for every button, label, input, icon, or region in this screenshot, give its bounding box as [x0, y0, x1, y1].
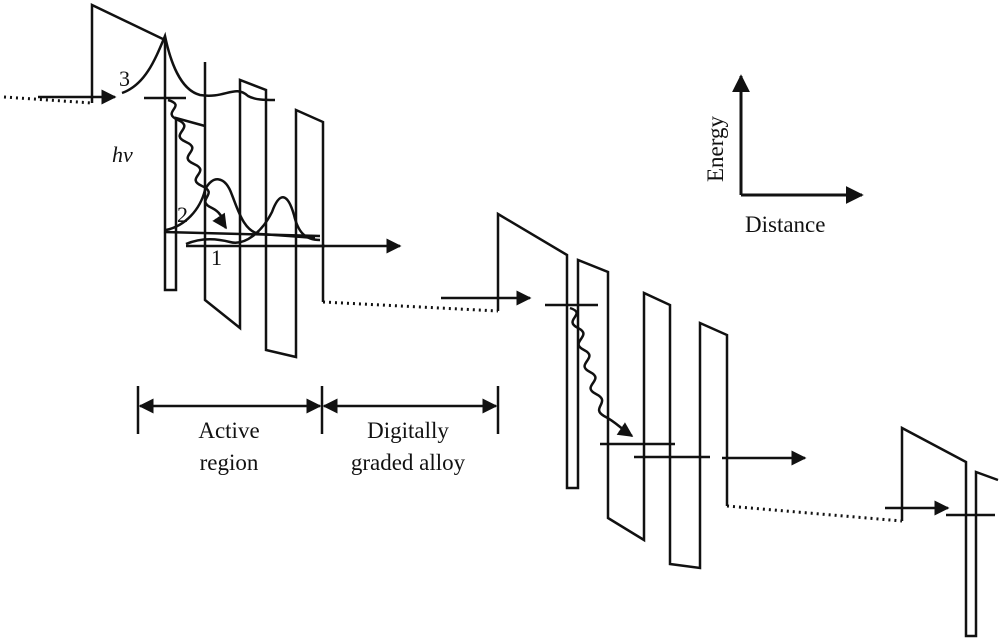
level-1-label: 1: [211, 245, 222, 270]
active-region-label-line1: Active: [198, 418, 259, 443]
wavefunction-1: [185, 196, 321, 246]
injection-barrier-2: [496, 211, 569, 311]
photon-label: hv: [112, 142, 133, 167]
digitally-graded-alloy-label-line1: Digitally: [367, 418, 449, 443]
distance-axis-label: Distance: [745, 212, 825, 237]
energy-axis-label: Energy: [703, 115, 728, 182]
photon-wavy-arrow-2: [569, 306, 634, 438]
wavefunction-3: [121, 31, 276, 102]
digitally-graded-alloy-label-line2: graded alloy: [351, 450, 466, 475]
active-well-barrier-a: [163, 100, 206, 292]
active-well-barrier-c: [565, 258, 729, 570]
digital-alloy-dotted-2: [726, 504, 903, 523]
active-well-barrier-b: [203, 62, 325, 359]
wavefunction-2: [165, 178, 316, 240]
injection-barrier-3: [900, 425, 999, 638]
level-3-label: 3: [119, 66, 130, 91]
photon-wavy-arrow-1: [167, 98, 228, 230]
active-region-label-line2: region: [200, 450, 259, 475]
injection-barrier-1: [90, 3, 167, 103]
injection-dotted-line-1: [3, 95, 93, 105]
digital-alloy-dotted-1: [322, 300, 499, 313]
level-2-label: 2: [177, 202, 188, 227]
